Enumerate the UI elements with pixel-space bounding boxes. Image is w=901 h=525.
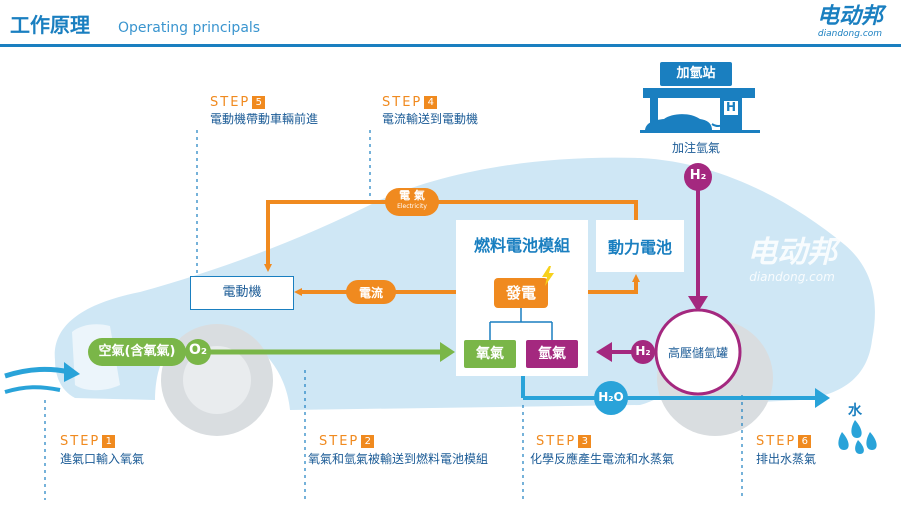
station-hose xyxy=(711,115,729,127)
brand-logo: 电动邦 diandong.com xyxy=(816,4,883,40)
hydrogen-feed-arrowhead xyxy=(596,342,612,362)
fuel-cell-module-title: 燃料電池模組 xyxy=(473,236,570,255)
step-2-number: 2 xyxy=(361,435,375,448)
station-pump-screen xyxy=(724,101,738,115)
step-3-description: 化學反應產生電流和水蒸氣 xyxy=(530,452,675,466)
hydrogen-box: 氫氣 xyxy=(526,340,578,368)
generate-label: 發電 xyxy=(505,284,536,302)
oxygen-label: 氧氣 xyxy=(476,346,504,362)
h2o-label: H₂O xyxy=(598,390,624,404)
electricity-text: 電 氣 Electricity xyxy=(385,190,439,211)
watermark: 电动邦 diandong.com xyxy=(722,235,862,285)
h2-tank-bubble xyxy=(631,340,655,364)
water-drop-3 xyxy=(866,432,877,450)
o2-bubble xyxy=(185,339,211,365)
current-badge xyxy=(346,280,396,304)
step-4-description: 電流輸送到電動機 xyxy=(382,112,479,126)
intake-arrowhead xyxy=(64,362,80,382)
power-battery-label: 動力電池 xyxy=(607,238,672,257)
electricity-en: Electricity xyxy=(397,203,427,210)
station-roof xyxy=(643,88,755,98)
step-2-description: 氧氣和氫氣被輸送到燃料電池模組 xyxy=(308,452,489,466)
generate-badge: 發電 xyxy=(494,278,548,308)
station-post xyxy=(650,98,658,130)
power-battery-panel: 動力電池 xyxy=(596,220,684,272)
hydrogen-tank xyxy=(654,308,742,396)
h2-top-label: H₂ xyxy=(689,168,707,183)
h2-top-bubble xyxy=(684,163,712,191)
step-6-word: STEP xyxy=(756,434,797,449)
step-4-word: STEP xyxy=(382,95,423,110)
watermark-main: 电动邦 xyxy=(747,235,837,270)
step-4-number: 4 xyxy=(424,96,438,109)
station-ground xyxy=(640,130,760,133)
step-1-word: STEP xyxy=(60,434,101,449)
air-intake-badge: 空氣(含氧氣) xyxy=(88,338,186,366)
step-5-word: STEP xyxy=(210,95,251,110)
step-3-word: STEP xyxy=(536,434,577,449)
electricity-zh: 電 氣 xyxy=(399,189,425,202)
tank-label: 高壓儲氫罐 xyxy=(667,346,728,360)
intake-wave xyxy=(4,385,61,394)
header-bar: 工作原理 Operating principals 电动邦 diandong.c… xyxy=(0,0,901,47)
step-3-number: 3 xyxy=(578,435,592,448)
oxygen-box: 氧氣 xyxy=(464,340,516,368)
station-sign-text: 加氫站 xyxy=(676,66,716,81)
h2o-bubble xyxy=(594,381,628,415)
hydrogen-supply-arrowhead xyxy=(688,296,708,312)
step-1-description: 進氣口輸入氧氣 xyxy=(60,452,145,466)
step-6-description: 排出水蒸氣 xyxy=(756,452,817,466)
step-2-word: STEP xyxy=(319,434,360,449)
station-sign: 加氫站 xyxy=(660,62,732,86)
step-1-number: 1 xyxy=(102,435,116,448)
water-drop-2 xyxy=(838,432,849,450)
lightning-icon xyxy=(542,266,554,286)
station-caption: 加注氫氣 xyxy=(672,141,721,155)
logo-url: diandong.com xyxy=(817,29,883,39)
electricity-loop xyxy=(264,200,638,272)
step-6-number: 6 xyxy=(798,435,812,448)
water-drop-4 xyxy=(855,440,864,454)
water-drop-1 xyxy=(851,420,862,438)
water-flow-arrowhead xyxy=(815,388,830,408)
air-flow-arrowhead xyxy=(440,342,455,362)
current-label: 電流 xyxy=(358,286,383,300)
air-intake-label: 空氣(含氧氣) xyxy=(98,344,176,359)
logo-text: 电动邦 xyxy=(816,4,883,29)
hydrogen-label: 氫氣 xyxy=(538,346,566,362)
page-title: 工作原理 xyxy=(10,13,90,37)
step-5-number: 5 xyxy=(252,96,266,109)
station-car-icon xyxy=(645,114,712,130)
h2-tank-label: H₂ xyxy=(635,344,651,358)
step-5-description: 電動機帶動車輛前進 xyxy=(210,112,319,126)
motor-box: 電動機 xyxy=(190,276,294,310)
page-subtitle: Operating principals xyxy=(118,20,261,36)
motor-label: 電動機 xyxy=(222,285,262,300)
electricity-badge xyxy=(385,188,439,216)
watermark-sub: diandong.com xyxy=(749,270,835,284)
water-label: 水 xyxy=(848,403,862,419)
station-pump-letter: H xyxy=(726,100,737,114)
o2-label: O₂ xyxy=(188,342,208,358)
